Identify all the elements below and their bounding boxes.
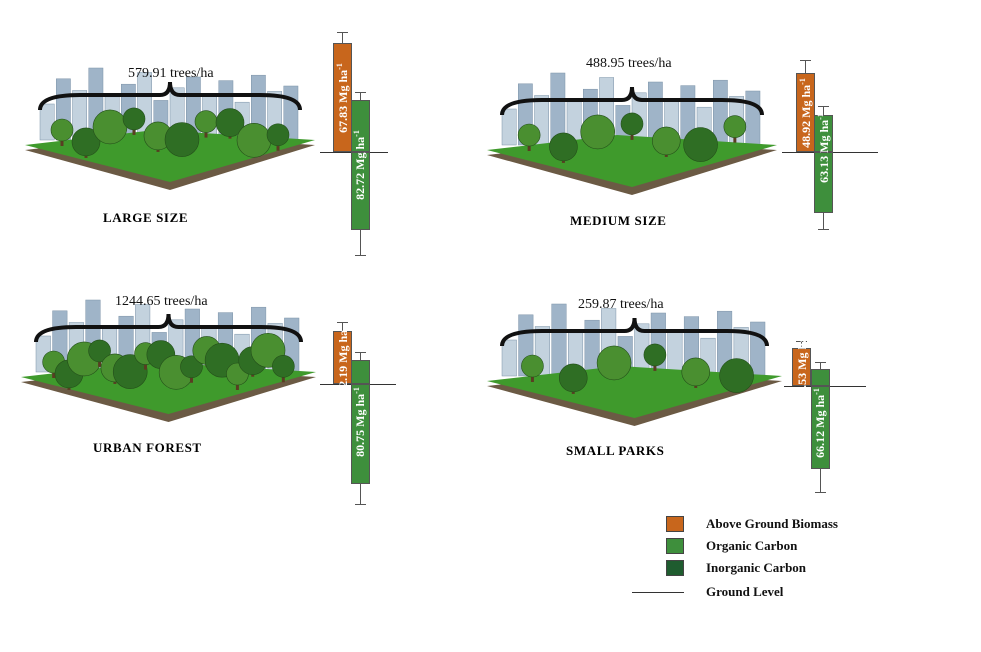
inorganic-carbon-bar [814, 152, 833, 213]
above-ground-biomass-label: 48.92 Mg ha-1 [798, 78, 813, 148]
error-bar [360, 484, 361, 505]
organic-carbon-label: 80.75 Mg ha-1 [352, 387, 367, 457]
error-bar-cap [355, 255, 366, 256]
tree-icon [643, 343, 667, 367]
error-bar-cap [337, 322, 348, 323]
tree-icon [558, 363, 588, 393]
error-bar-cap [796, 341, 807, 342]
error-bar [823, 213, 824, 230]
trees [42, 333, 295, 390]
error-bar-cap [355, 352, 366, 353]
tree-icon [180, 355, 203, 379]
tree-icon [215, 108, 245, 137]
error-bar-cap [815, 362, 826, 363]
trees [517, 112, 747, 163]
error-bar [820, 469, 821, 493]
error-bar-cap [800, 60, 811, 61]
legend-label: Above Ground Biomass [706, 516, 838, 531]
error-bar [805, 60, 806, 74]
above-ground-biomass-bar [333, 43, 352, 152]
legend-label: Inorganic Carbon [706, 560, 807, 575]
panel-title: URBAN FOREST [93, 440, 202, 455]
panel-title: SMALL PARKS [566, 443, 665, 458]
error-bar-cap [355, 92, 366, 93]
organic-carbon-bar [811, 369, 830, 386]
legend-ground-line [632, 592, 684, 593]
error-bar [360, 92, 361, 101]
tree-icon [596, 345, 632, 381]
above-ground-biomass-bar [796, 73, 815, 152]
tree-icon [112, 354, 148, 389]
density-bracket [500, 317, 769, 347]
error-bar [342, 32, 343, 44]
tree-icon [50, 118, 74, 142]
above-ground-biomass-label: 32.19 Mg ha-1 [335, 323, 350, 393]
above-ground-biomass-bar [333, 331, 352, 384]
tree-icon [549, 132, 578, 162]
error-bar [342, 322, 343, 332]
error-bar-cap [818, 106, 829, 107]
error-bar-cap [815, 492, 826, 493]
organic-carbon-bar [814, 115, 833, 152]
organic-carbon-bar [351, 100, 370, 152]
density-bracket [38, 81, 302, 111]
error-bar-cap [818, 229, 829, 230]
density-bracket [500, 86, 764, 116]
error-bar [820, 362, 821, 370]
above-ground-biomass-label: 24.53 Mg ha-1 [794, 330, 809, 400]
error-bar-cap [355, 504, 366, 505]
tree-icon [164, 122, 200, 157]
trees [50, 107, 290, 158]
trees [521, 343, 754, 394]
error-bar [360, 230, 361, 256]
tree-icon [723, 115, 747, 138]
tree-icon [681, 357, 711, 387]
park-illustration [487, 303, 782, 426]
tree-icon [683, 127, 718, 162]
inorganic-carbon-bar [811, 386, 830, 469]
legend-swatch [666, 560, 684, 576]
tree-icon [580, 114, 616, 150]
legend-label: Organic Carbon [706, 538, 798, 553]
tree-density-label: 488.95 trees/ha [586, 56, 672, 71]
error-bar [801, 341, 802, 349]
tree-icon [517, 123, 541, 147]
organic-carbon-label: 63.13 Mg ha-1 [816, 113, 831, 183]
tree-icon [194, 110, 218, 133]
inorganic-carbon-bar [351, 152, 370, 230]
panel-title: LARGE SIZE [103, 210, 189, 225]
inorganic-carbon-bar [351, 384, 370, 484]
tree-icon [266, 123, 290, 147]
error-bar [360, 352, 361, 361]
organic-carbon-bar [351, 360, 370, 384]
tree-icon [122, 107, 146, 131]
density-bracket [34, 313, 303, 343]
tree-density-label: 1244.65 trees/ha [115, 294, 208, 309]
organic-carbon-label: 82.72 Mg ha-1 [352, 130, 367, 200]
tree-icon [521, 354, 544, 378]
above-ground-biomass-bar [792, 348, 811, 386]
tree-icon [71, 127, 101, 157]
tree-icon [272, 355, 295, 378]
tree-icon [620, 112, 644, 136]
organic-carbon-label: 66.12 Mg ha-1 [812, 388, 827, 458]
tree-icon [651, 126, 681, 156]
park-illustration [25, 67, 315, 190]
tree-icon [88, 339, 111, 363]
panel-title: MEDIUM SIZE [570, 213, 667, 228]
tree-icon [92, 109, 128, 145]
above-ground-biomass-label: 67.83 Mg ha-1 [335, 63, 350, 133]
legend-swatch [666, 516, 684, 532]
legend-label: Ground Level [706, 584, 784, 599]
legend-swatch [666, 538, 684, 554]
error-bar [823, 106, 824, 116]
error-bar-cap [337, 32, 348, 33]
park-illustration [487, 72, 777, 195]
tree-icon [236, 123, 272, 158]
park-illustration [21, 299, 316, 422]
tree-density-label: 579.91 trees/ha [128, 66, 214, 81]
tree-density-label: 259.87 trees/ha [578, 297, 664, 312]
tree-icon [719, 358, 754, 393]
